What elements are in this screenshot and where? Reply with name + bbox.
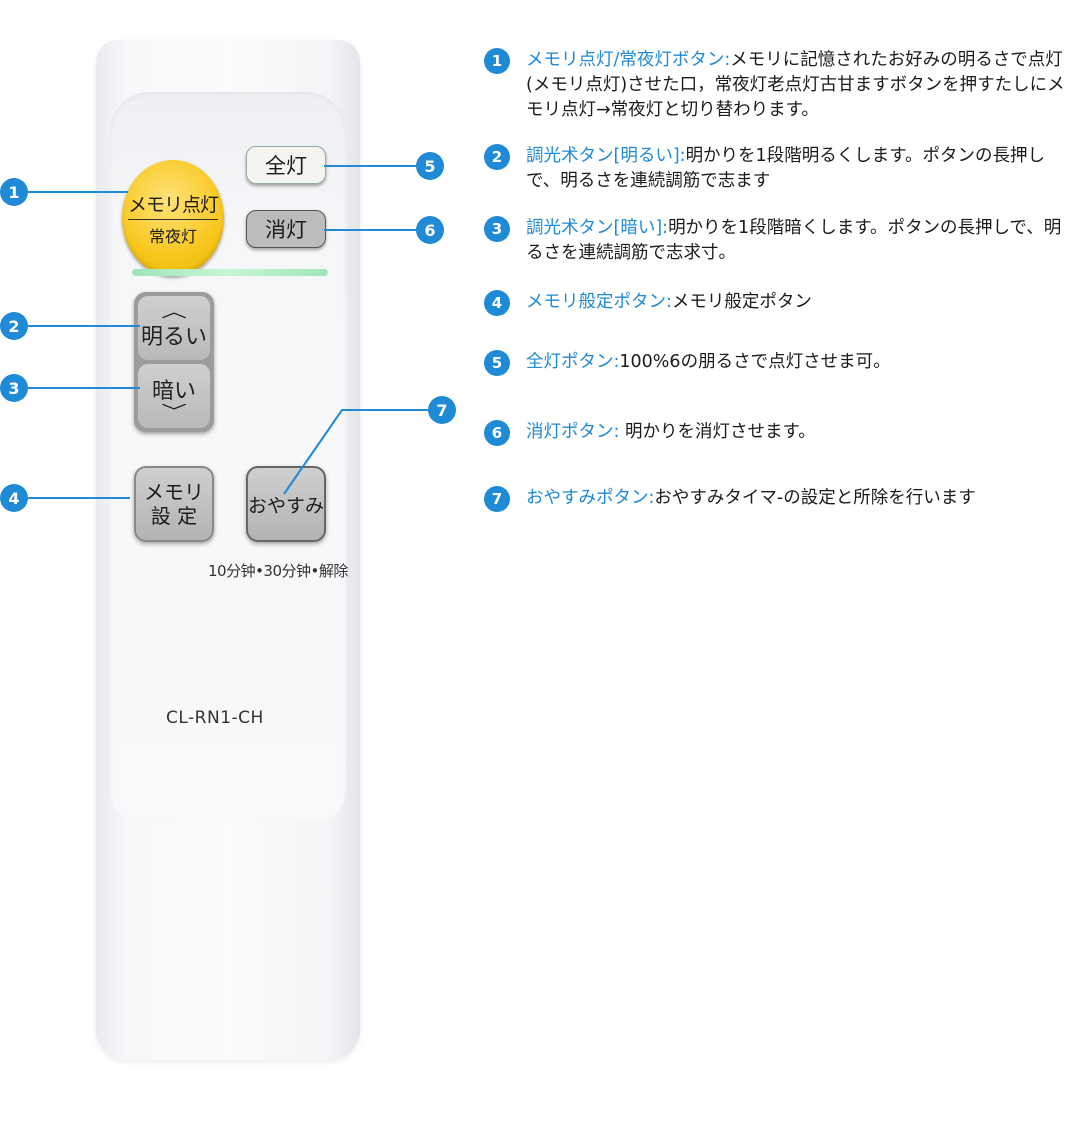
all-light-label: 全灯 <box>265 154 307 178</box>
legend-item: 5 全灯ポタン:100%6の朋るさで点灯させま可。 <box>484 350 1074 376</box>
callout-marker-4: 4 <box>0 484 28 512</box>
all-light-button[interactable]: 全灯 <box>246 146 326 184</box>
legend-title: 全灯ポタン: <box>526 352 620 372</box>
model-number: CL-RN1-CH <box>166 708 264 728</box>
legend-item: 6 消灯ポタン: 明かりを消灯させます。 <box>484 420 1074 446</box>
sleep-button[interactable]: おやすみ <box>246 466 326 542</box>
remote-control: メモリ点灯 常夜灯 全灯 消灯 ︿ 明るい 暗い ﹀ メモリ 設 定 おやすみ … <box>96 40 360 1060</box>
legend-desc: メモリに記憶されたお好みの明るさで点灯(メモリ点灯)させた口，常夜灯老点灯古甘ま… <box>526 50 1065 120</box>
chevron-up-icon: ︿ <box>161 302 187 321</box>
legend-number: 6 <box>484 420 510 446</box>
memory-light-button[interactable]: メモリ点灯 常夜灯 <box>122 160 224 276</box>
memory-set-button[interactable]: メモリ 設 定 <box>134 466 214 542</box>
night-light-label: 常夜灯 <box>148 226 197 246</box>
legend-item: 2 調光术タン[明るい]:明かりを1段階明るくします。ポタンの長押しで、明るさを… <box>484 144 1074 194</box>
callout-marker-2: 2 <box>0 312 28 340</box>
brighter-button[interactable]: ︿ 明るい <box>138 296 210 360</box>
legend-number: 7 <box>484 486 510 512</box>
callout-marker-3: 3 <box>0 374 28 402</box>
legend-desc: 明かりを1段階暗くします。ポタンの長押しで、明るさを連続調筋で志求寸。 <box>526 218 1062 263</box>
callout-marker-7: 7 <box>428 396 456 424</box>
legend-desc: 明かりを消灯させます。 <box>619 422 816 442</box>
memory-set-label-1: メモリ <box>144 480 204 504</box>
legend-number: 2 <box>484 144 510 170</box>
brighter-label: 明るい <box>140 325 207 350</box>
callout-marker-1: 1 <box>0 178 28 206</box>
darker-label: 暗い <box>151 379 196 404</box>
sleep-label: おやすみ <box>248 494 325 517</box>
legend-title: 調光术タン[明るい]: <box>526 146 686 166</box>
memory-set-label-2: 設 定 <box>150 504 198 528</box>
legend-item: 7 おやすみポタン:おやすみタイマ-の設定と所除を行います <box>484 486 1074 512</box>
legend-desc: メモリ般定ポタン <box>671 292 812 312</box>
legend-item: 3 調光术タン[暗い]:明かりを1段階暗くします。ポタンの長押しで、明るさを連続… <box>484 216 1074 266</box>
legend-desc: 100%6の朋るさで点灯させま可。 <box>619 352 891 372</box>
legend-item: 1 メモリ点灯/常夜灯ボタン:メモリに記憶されたお好みの明るさで点灯(メモリ点灯… <box>484 48 1074 123</box>
callout-marker-5: 5 <box>416 152 444 180</box>
legend-title: メモリ点灯/常夜灯ボタン: <box>526 50 731 70</box>
legend-number: 5 <box>484 350 510 376</box>
legend-item: 4 メモリ般定ポタン:メモリ般定ポタン <box>484 290 1074 316</box>
indicator-stripe <box>132 269 328 276</box>
legend-number: 1 <box>484 48 510 74</box>
off-label: 消灯 <box>265 218 307 242</box>
legend-title: 消灯ポタン: <box>526 422 620 442</box>
legend-title: おやすみポタン: <box>526 488 655 508</box>
legend-title: メモリ般定ポタン: <box>526 292 672 312</box>
legend-number: 3 <box>484 216 510 242</box>
darker-button[interactable]: 暗い ﹀ <box>138 364 210 428</box>
legend-desc: おやすみタイマ-の設定と所除を行います <box>654 488 976 508</box>
dimmer-rocker: ︿ 明るい 暗い ﹀ <box>134 292 214 432</box>
chevron-down-icon: ﹀ <box>161 402 187 421</box>
callout-line-7 <box>283 409 430 495</box>
legend-title: 調光术タン[暗い]: <box>526 218 669 238</box>
legend-desc: 明かりを1段階明るくします。ポタンの長押しで、明るさを連続調筋で志ます <box>526 146 1045 191</box>
off-button[interactable]: 消灯 <box>246 210 326 248</box>
callout-marker-6: 6 <box>416 216 444 244</box>
memory-light-label: メモリ点灯 <box>127 190 219 220</box>
timer-label: 10分钟•30分钟•解除 <box>208 562 348 580</box>
legend-number: 4 <box>484 290 510 316</box>
